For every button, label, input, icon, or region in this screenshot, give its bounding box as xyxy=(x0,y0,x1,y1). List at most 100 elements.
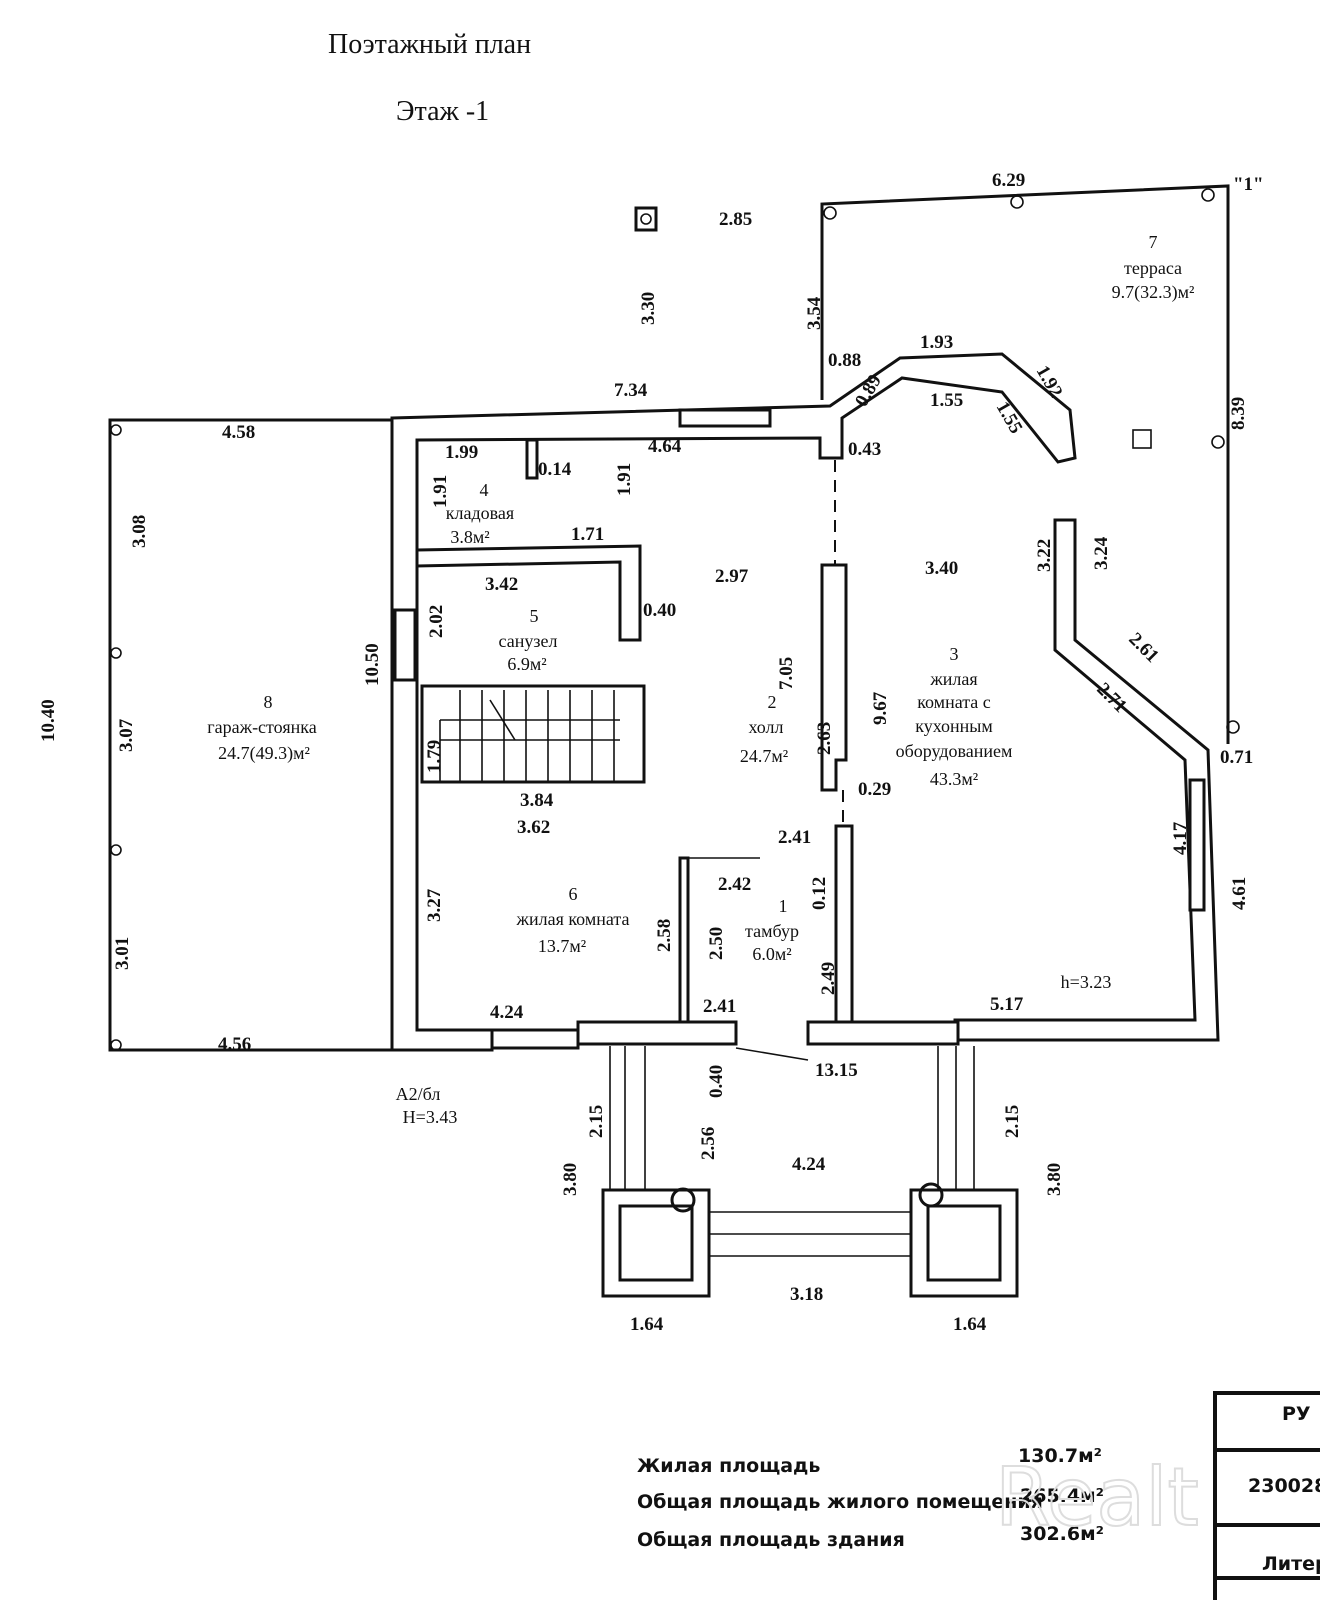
building-area-label: Общая площадь здания xyxy=(637,1529,905,1551)
svg-text:9.7(32.3)м²: 9.7(32.3)м² xyxy=(1112,282,1195,303)
svg-text:2.50: 2.50 xyxy=(706,927,727,960)
column-icon xyxy=(823,206,837,220)
svg-text:7.05: 7.05 xyxy=(776,657,797,690)
svg-text:13.15: 13.15 xyxy=(815,1060,858,1081)
svg-text:6: 6 xyxy=(569,884,578,904)
svg-text:6.0м²: 6.0м² xyxy=(752,944,791,964)
svg-text:2.41: 2.41 xyxy=(778,827,811,848)
room-5: 5 санузел 6.9м² xyxy=(499,606,558,674)
svg-text:3.24: 3.24 xyxy=(1091,536,1112,570)
svg-text:2.49: 2.49 xyxy=(818,962,839,995)
room-3: 3 жилая комната с кухонным оборудованием… xyxy=(896,644,1013,789)
svg-text:6.9м²: 6.9м² xyxy=(507,654,546,674)
svg-text:10.40: 10.40 xyxy=(38,699,59,742)
column-icon xyxy=(110,424,122,436)
svg-text:4.17: 4.17 xyxy=(1170,821,1191,855)
svg-text:гараж-стоянка: гараж-стоянка xyxy=(207,717,316,737)
living-area-value: 130.7м² xyxy=(1018,1445,1102,1467)
window xyxy=(490,1028,580,1050)
column-icon xyxy=(1211,435,1225,449)
column-icon xyxy=(1201,188,1215,202)
svg-text:4: 4 xyxy=(480,480,489,500)
svg-text:2.58: 2.58 xyxy=(654,919,675,952)
room-2: 2 холл 24.7м² xyxy=(740,692,788,766)
svg-text:РУ: РУ xyxy=(1282,1403,1311,1425)
svg-text:1.64: 1.64 xyxy=(630,1314,664,1335)
total-living-area-label: Общая площадь жилого помещения xyxy=(637,1491,1043,1513)
svg-text:оборудованием: оборудованием xyxy=(896,741,1013,761)
svg-text:1.79: 1.79 xyxy=(424,740,445,773)
dimension-labels: 6.29 2.85 3.30 3.54 8.39 0.88 1.93 1.92 … xyxy=(38,170,1253,1335)
column-icon xyxy=(1226,720,1240,734)
living-area-label: Жилая площадь xyxy=(637,1455,820,1477)
svg-text:холл: холл xyxy=(748,717,783,737)
total-living-area-value: 265.4м² xyxy=(1020,1485,1104,1507)
svg-text:2.63: 2.63 xyxy=(814,722,835,755)
svg-text:8: 8 xyxy=(264,692,273,712)
svg-text:4.58: 4.58 xyxy=(222,422,255,443)
chimney-icon xyxy=(640,213,652,225)
svg-text:Литер: Литер xyxy=(1262,1553,1320,1575)
svg-text:0.71: 0.71 xyxy=(1220,747,1253,768)
svg-text:3.18: 3.18 xyxy=(790,1284,823,1305)
porch xyxy=(601,1046,1019,1298)
svg-text:кухонным: кухонным xyxy=(915,716,993,736)
svg-text:3.01: 3.01 xyxy=(112,937,133,970)
svg-text:4.61: 4.61 xyxy=(1229,877,1250,910)
garage-outline xyxy=(108,418,392,1052)
svg-text:24.7м²: 24.7м² xyxy=(740,746,788,766)
storage-wall xyxy=(415,544,642,642)
wall xyxy=(576,1020,738,1046)
svg-text:2.85: 2.85 xyxy=(719,209,752,230)
svg-text:тамбур: тамбур xyxy=(745,921,799,941)
watermark: Realt xyxy=(995,1451,1199,1544)
svg-text:6.29: 6.29 xyxy=(992,170,1025,191)
svg-text:1.99: 1.99 xyxy=(445,442,478,463)
wall xyxy=(806,1020,960,1046)
svg-text:230028: 230028 xyxy=(1248,1475,1320,1497)
svg-text:0.40: 0.40 xyxy=(706,1065,727,1098)
svg-text:1.71: 1.71 xyxy=(571,524,604,545)
window xyxy=(678,408,772,428)
svg-text:2.97: 2.97 xyxy=(715,566,749,587)
svg-text:2.61: 2.61 xyxy=(1124,629,1162,667)
svg-text:1.64: 1.64 xyxy=(953,1314,987,1335)
plan-title: Поэтажный план xyxy=(328,29,531,60)
svg-text:0.29: 0.29 xyxy=(858,779,891,800)
svg-text:0.88: 0.88 xyxy=(828,350,861,371)
svg-text:жилая комната: жилая комната xyxy=(516,909,630,929)
svg-text:3.54: 3.54 xyxy=(804,296,825,330)
svg-text:3.08: 3.08 xyxy=(129,515,150,548)
svg-text:8.39: 8.39 xyxy=(1228,397,1249,430)
column-icon xyxy=(110,844,122,856)
svg-text:0.40: 0.40 xyxy=(643,600,676,621)
svg-text:0.12: 0.12 xyxy=(809,877,830,910)
svg-text:терраса: терраса xyxy=(1124,258,1182,278)
svg-text:24.7(49.3)м²: 24.7(49.3)м² xyxy=(218,743,310,764)
floor-label: Этаж -1 xyxy=(396,96,489,127)
ceiling-height-label: h=3.23 xyxy=(1061,972,1112,992)
room-7: 7 терраса 9.7(32.3)м² xyxy=(1112,232,1195,303)
marker-label: "1" xyxy=(1233,174,1264,195)
svg-text:3.40: 3.40 xyxy=(925,558,958,579)
svg-text:0.14: 0.14 xyxy=(538,459,572,480)
svg-text:2.56: 2.56 xyxy=(698,1127,719,1160)
column-icon xyxy=(1132,429,1152,449)
svg-text:3.84: 3.84 xyxy=(520,790,554,811)
kitchen-wall xyxy=(834,824,854,1024)
height-label: Н=3.43 xyxy=(403,1107,458,1127)
svg-text:1: 1 xyxy=(779,896,788,916)
wall xyxy=(525,438,539,480)
building-area-value: 302.6м² xyxy=(1020,1523,1104,1545)
room-4: 4 кладовая 3.8м² xyxy=(446,480,514,547)
svg-text:3.80: 3.80 xyxy=(560,1163,581,1196)
svg-text:3.27: 3.27 xyxy=(424,888,445,922)
svg-text:1.93: 1.93 xyxy=(920,332,953,353)
svg-text:10.50: 10.50 xyxy=(362,643,383,686)
svg-text:2.15: 2.15 xyxy=(586,1105,607,1138)
svg-text:4.24: 4.24 xyxy=(792,1154,826,1175)
svg-text:9.67: 9.67 xyxy=(870,691,891,725)
wall xyxy=(678,856,690,1024)
svg-text:7: 7 xyxy=(1149,232,1158,252)
svg-text:3: 3 xyxy=(950,644,959,664)
